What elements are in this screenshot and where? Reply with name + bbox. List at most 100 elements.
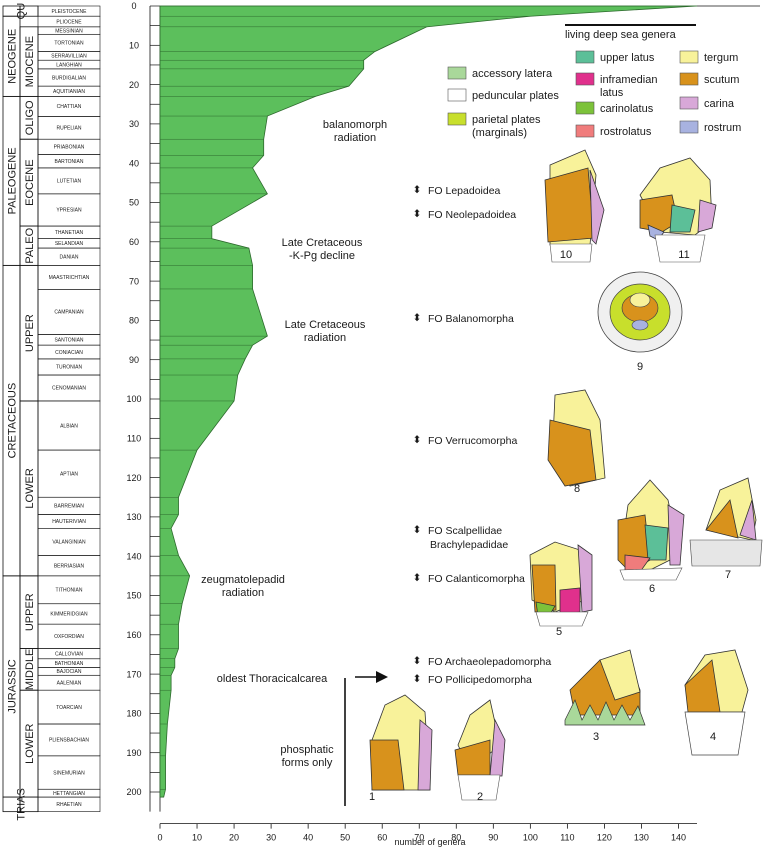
stage-label-10: PRIABONIAN (54, 145, 85, 151)
specimen-11 (639, 157, 717, 263)
legend-label: accessory latera (472, 68, 553, 80)
period-label-3: CRETACEOUS (6, 383, 18, 459)
fo-label-5: Brachylepadidae (430, 539, 508, 551)
y-tick-label-4: 40 (129, 158, 139, 168)
epoch-label-0: MIOCENE (24, 36, 36, 87)
stage-label-20: CONIACIAN (55, 350, 83, 356)
stage-label-25: BARREMIAN (54, 504, 84, 510)
y-tick-label-18: 180 (126, 709, 141, 719)
y-tick-label-20: 200 (126, 787, 141, 797)
specimen-number-11: 11 (678, 249, 689, 261)
fo-label-3: FO Verrucomorpha (428, 435, 517, 447)
specimen-number-2: 2 (477, 791, 483, 803)
stage-label-15: SELANDIAN (55, 241, 84, 247)
stage-label-21: TURONIAN (56, 365, 83, 371)
period-label-4: JURASSIC (6, 659, 18, 713)
y-tick-label-8: 80 (129, 316, 139, 326)
stage-label-33: BATHONIAN (55, 661, 84, 667)
y-tick-label-10: 100 (126, 394, 141, 404)
legend-swatch (679, 96, 699, 110)
specimen-3 (564, 649, 646, 726)
legend-swatch (575, 50, 595, 64)
period-label-2: PALEOGENE (6, 147, 18, 214)
stage-label-14: THANETIAN (55, 230, 84, 236)
y-tick-label-7: 70 (129, 276, 139, 286)
stage-label-31: OXFORDIAN (54, 634, 84, 640)
legend-label: parietal plates (472, 114, 541, 126)
legend-label: scutum (704, 74, 739, 86)
stage-label-7: AQUITIANIAN (53, 89, 85, 95)
stage-label-37: PLIENSBACHIAN (49, 738, 89, 744)
fo-arrow: ⬍ (413, 434, 422, 446)
genera-area (159, 5, 760, 798)
fo-arrow: ⬍ (413, 208, 422, 220)
stage-label-8: CHATTIAN (57, 104, 82, 110)
specimen-5 (529, 541, 593, 627)
annotation-2: radiation (304, 332, 346, 344)
y-tick-label-2: 20 (129, 80, 139, 90)
fo-label-1: FO Neolepadoidea (428, 209, 516, 221)
y-tick-label-14: 140 (126, 551, 141, 561)
stage-label-17: MAASTRICHTIAN (49, 275, 90, 281)
x-tick-label-0: 0 (157, 833, 162, 843)
stage-label-35: AALENIAN (57, 680, 82, 686)
epoch-label-3: PALEO (24, 227, 36, 263)
fo-arrow: ⬍ (413, 673, 422, 685)
x-tick-label-1: 10 (192, 833, 202, 843)
specimen-9 (597, 271, 683, 353)
y-tick-label-19: 190 (126, 748, 141, 758)
specimen-8 (547, 389, 606, 487)
x-tick-label-2: 20 (229, 833, 239, 843)
legend-label: carina (704, 98, 735, 110)
specimen-number-4: 4 (710, 731, 716, 743)
annotation-1: -K-Pg decline (289, 250, 355, 262)
stage-label-32: CALLOVIAN (55, 651, 83, 657)
oldest-arrow (344, 671, 388, 806)
annotation-5: forms only (282, 757, 333, 769)
legend-swatch (447, 88, 467, 102)
specimen-number-9: 9 (637, 361, 643, 373)
fo-arrow: ⬍ (413, 524, 422, 536)
y-tick-label-17: 170 (126, 669, 141, 679)
specimen-number-7: 7 (725, 569, 731, 581)
stage-label-39: HETTANGIAN (53, 791, 85, 797)
annotation-3: zeugmatolepadid (201, 574, 285, 586)
fo-label-7: FO Archaeolepadomorpha (428, 656, 551, 668)
annotation-5: phosphatic (280, 744, 334, 756)
specimen-number-10: 10 (560, 249, 572, 261)
fo-label-4: FO Scalpellidae (428, 525, 502, 537)
legend-title: living deep sea genera (565, 29, 677, 41)
x-tick-label-12: 120 (597, 833, 612, 843)
x-tick-label-7: 70 (414, 833, 424, 843)
stage-label-5: LANGHIAN (56, 62, 82, 68)
y-tick-label-13: 130 (126, 512, 141, 522)
fo-label-2: FO Balanomorpha (428, 313, 514, 325)
epoch-label-2: EOCENE (24, 159, 36, 205)
stage-label-3: TORTONIAN (54, 41, 84, 47)
legend-label: peduncular plates (472, 90, 559, 102)
stage-label-24: APTIAN (60, 471, 78, 477)
y-tick-label-6: 60 (129, 237, 139, 247)
x-tick-label-3: 30 (266, 833, 276, 843)
y-tick-label-9: 90 (129, 355, 139, 365)
specimen-number-5: 5 (556, 626, 562, 638)
stage-label-38: SINEMURIAN (53, 770, 85, 776)
specimen-number-1: 1 (369, 791, 375, 803)
legend-swatch (575, 72, 595, 86)
legend-swatch (447, 112, 467, 126)
annotation-1: Late Cretaceous (282, 237, 363, 249)
epoch-label-6: UPPER (24, 593, 36, 631)
stage-label-9: RUPELIAN (56, 126, 81, 132)
annotation-4: oldest Thoracicalcarea (217, 673, 328, 685)
specimen-number-6: 6 (649, 583, 655, 595)
legend-label: latus (600, 87, 624, 99)
legend-label: (marginals) (472, 127, 527, 139)
stage-label-40: RHAETIAN (56, 802, 82, 808)
stage-label-16: DANIAN (60, 254, 79, 260)
legend-swatch (575, 101, 595, 115)
x-tick-label-6: 60 (377, 833, 387, 843)
barnacle-specimens (369, 149, 763, 801)
x-tick-label-11: 110 (560, 833, 574, 843)
